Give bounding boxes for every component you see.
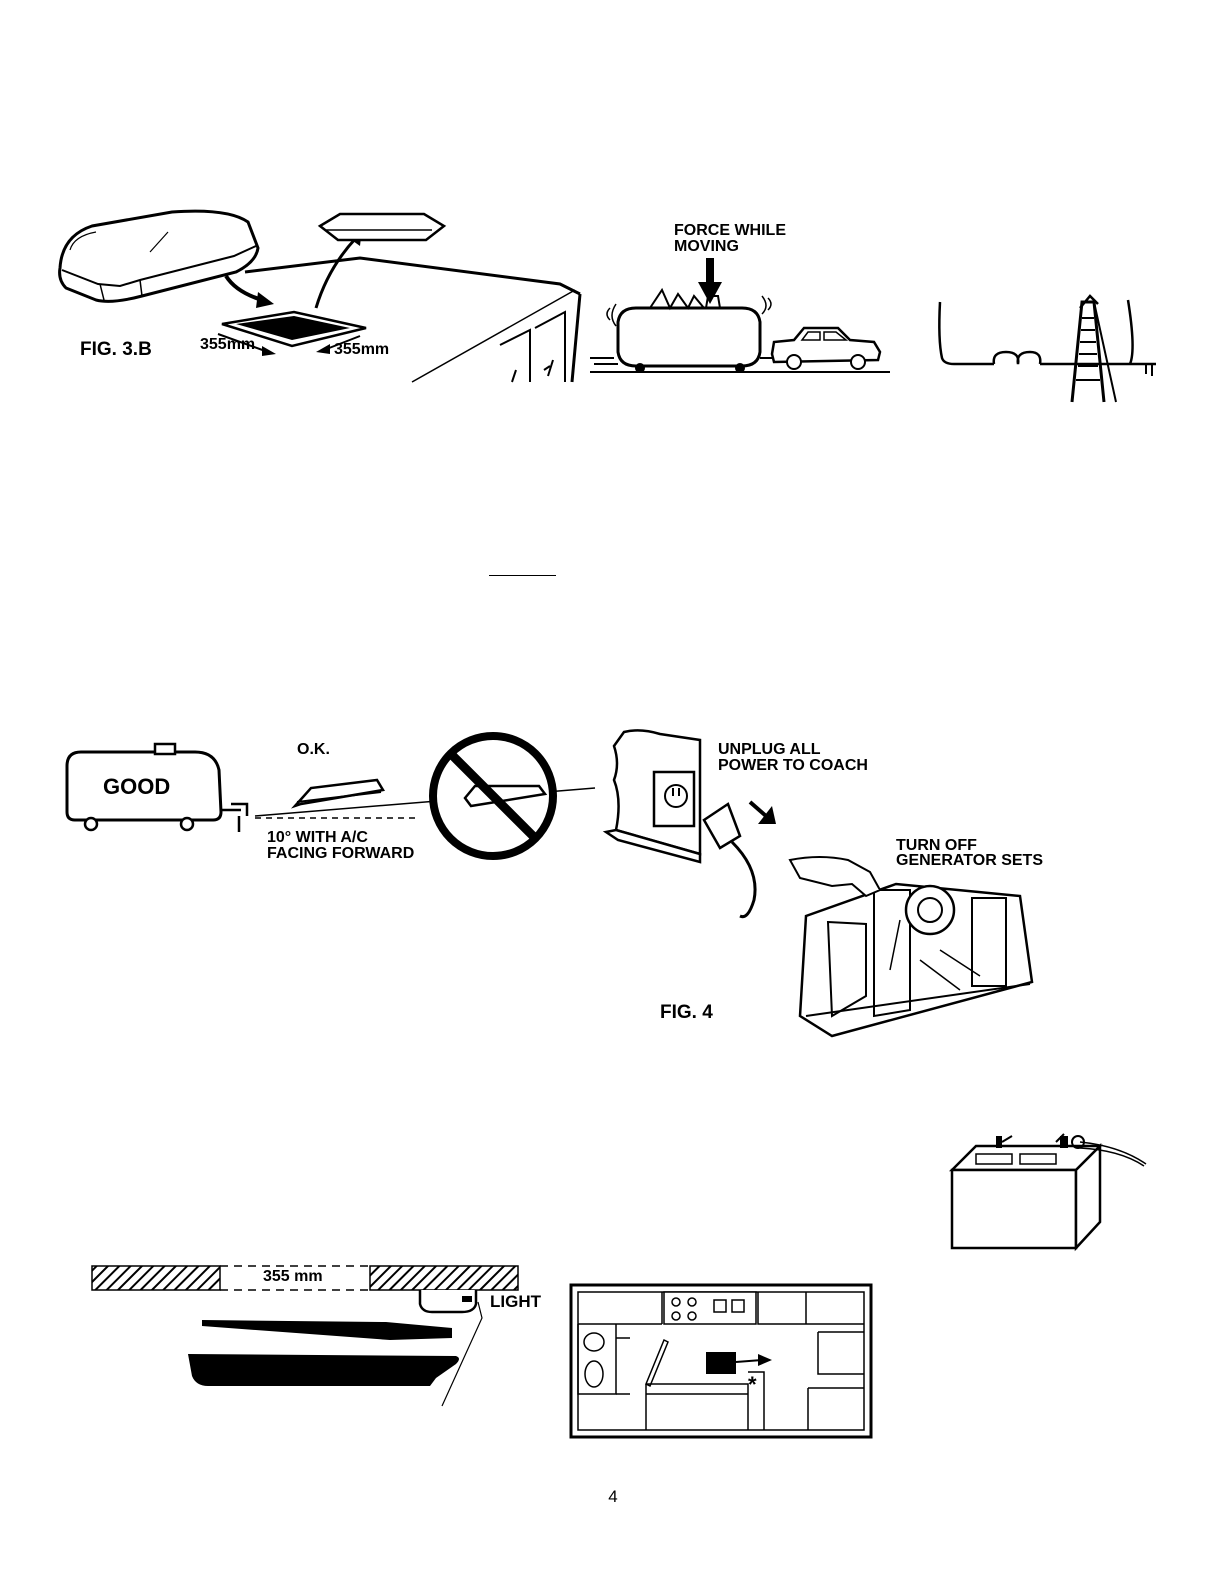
unplug-label-line1: UNPLUG ALL	[718, 742, 821, 758]
fig-4-power-off: UNPLUG ALL POWER TO COACH TURN OFF GENER…	[600, 720, 1060, 1060]
power-plug-icon	[704, 804, 755, 917]
dimension-right-label: 355mm	[334, 342, 389, 358]
good-label: GOOD	[103, 776, 170, 798]
battery-icon	[952, 1134, 1146, 1248]
force-label-line1: FORCE WHILE	[674, 223, 786, 239]
ac-unit-icon	[60, 211, 258, 301]
trailer-ladder-drawing	[930, 290, 1170, 410]
wall-outlet-icon	[606, 730, 700, 862]
floor-plan-figure: *	[568, 1282, 878, 1442]
battery-figure	[940, 1120, 1160, 1260]
ac-unit-ok-icon	[295, 780, 383, 806]
angle-label-line2: FACING FORWARD	[267, 846, 414, 862]
location-marker: *	[748, 1374, 757, 1396]
ceiling-section-drawing	[90, 1260, 560, 1420]
battery-drawing	[940, 1120, 1160, 1260]
opening-width-label: 355 mm	[263, 1269, 323, 1285]
mounting-angle-drawing	[55, 700, 615, 900]
prohibited-icon	[433, 736, 553, 856]
light-fixture-icon	[420, 1290, 476, 1312]
fig-3b-label: FIG. 3.B	[80, 340, 152, 359]
force-label-line2: MOVING	[674, 239, 739, 255]
force-while-moving-figure: FORCE WHILE MOVING	[590, 210, 890, 380]
angle-label-line1: 10° WITH A/C	[267, 830, 368, 846]
ceiling-section-figure: 355 mm LIGHT	[90, 1260, 560, 1420]
fig-4-label: FIG. 4	[660, 1003, 713, 1022]
hand-icon	[790, 857, 880, 896]
trailer-ladder-figure	[930, 290, 1170, 410]
unplug-label-line2: POWER TO COACH	[718, 758, 868, 774]
floor-plan-drawing	[568, 1282, 878, 1442]
page-number: 4	[0, 1487, 1226, 1507]
vent-cover-icon	[320, 214, 444, 240]
fig-3b-roof-opening: FIG. 3.B 355mm 355mm	[0, 0, 600, 400]
dimension-left-label: 355mm	[200, 337, 255, 353]
generator-label-line2: GENERATOR SETS	[896, 853, 1043, 869]
section-rule	[489, 575, 556, 576]
ladder-icon	[1072, 296, 1116, 402]
mounting-angle-figure: GOOD O.K. 10° WITH A/C FACING FORWARD	[55, 700, 615, 900]
light-label: LIGHT	[490, 1293, 541, 1310]
ok-label: O.K.	[297, 742, 330, 758]
generator-icon	[800, 884, 1032, 1036]
